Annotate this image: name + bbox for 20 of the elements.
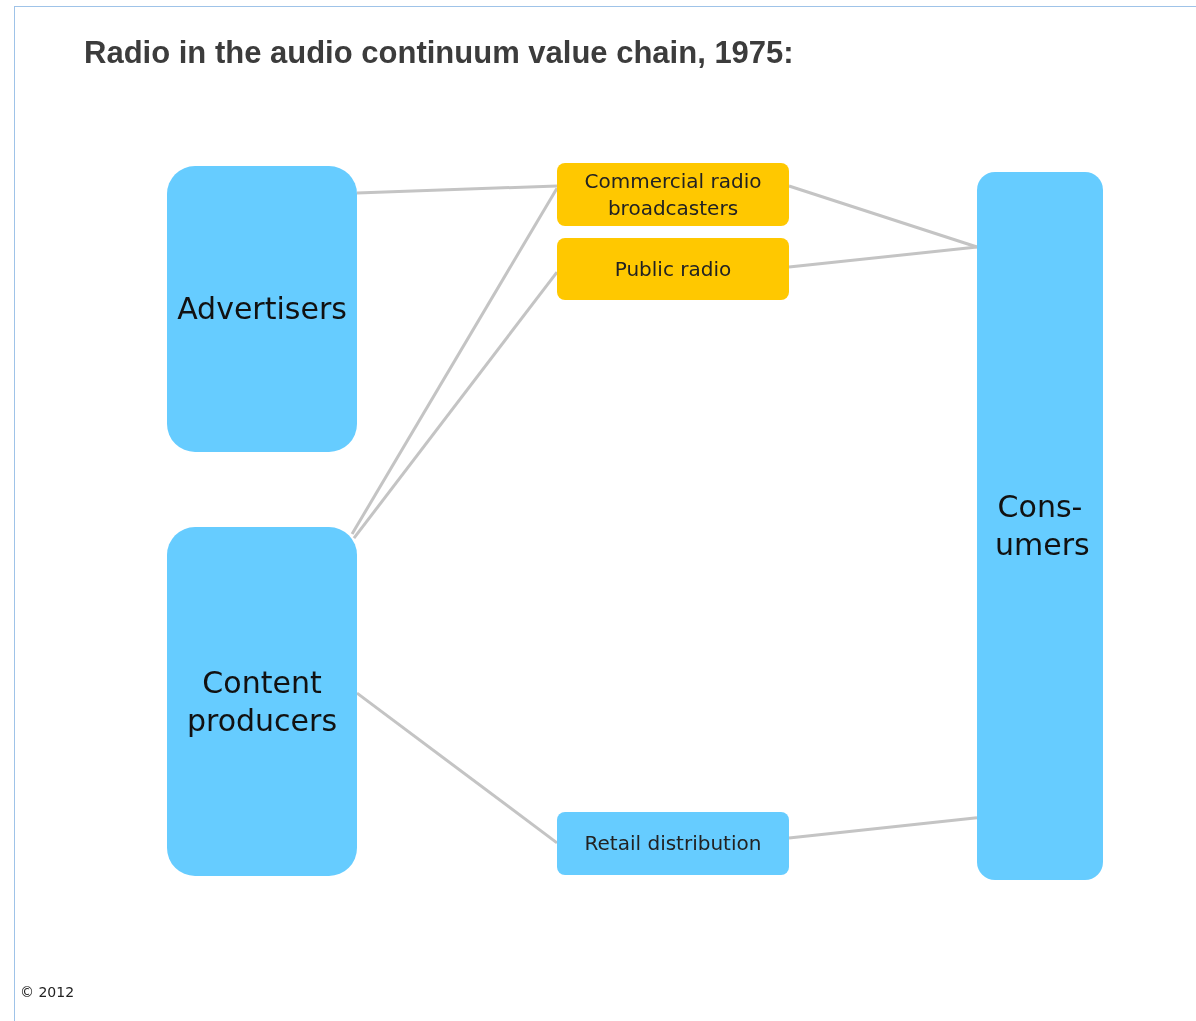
- connector-line: [350, 187, 559, 535]
- connector-line: [356, 691, 558, 845]
- node-label: Public radio: [614, 255, 732, 283]
- copyright-note: © 2012: [20, 983, 75, 1002]
- connector-line: [788, 245, 978, 269]
- node-label: Retail distribution: [584, 830, 762, 857]
- node-box: [557, 812, 789, 875]
- node-label: Commercial radio broadcasters: [583, 167, 763, 222]
- title: Radio in the audio continuum value chain, 1975:: [84, 34, 794, 72]
- node-box: [167, 527, 357, 876]
- connector-line: [356, 184, 558, 195]
- node-box: [557, 238, 789, 300]
- connector-line: [788, 184, 978, 249]
- connector-line: [352, 271, 559, 540]
- node-box: [557, 163, 789, 226]
- node-box: [977, 172, 1103, 880]
- node-box: [167, 166, 357, 452]
- connector-line: [788, 816, 978, 840]
- node-label: Advertisers: [177, 290, 347, 328]
- node-label: Content producers: [185, 663, 338, 740]
